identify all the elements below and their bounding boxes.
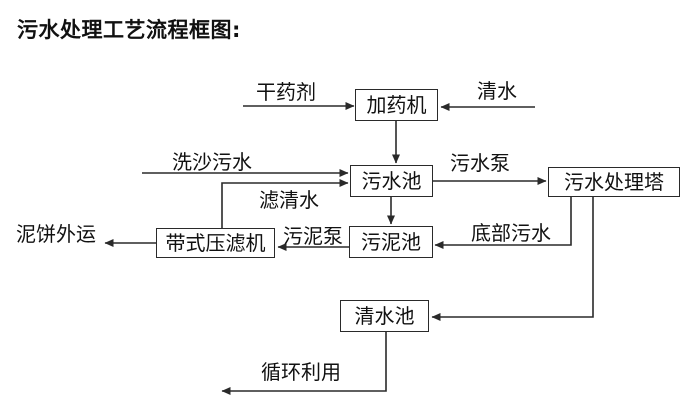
edge-bottom-sewage-arrow — [434, 197, 572, 249]
label-sewage-pump: 污水泵 — [450, 151, 510, 175]
node-sludge-pool: 污泥池 — [349, 226, 433, 258]
label-sand-washing-sewage: 洗沙污水 — [172, 150, 252, 174]
label-clear-water: 清水 — [477, 79, 517, 103]
node-sewage-pool: 污水池 — [350, 165, 433, 197]
edge-filtered-water-arrow — [221, 179, 349, 228]
label-dry-agent: 干药剂 — [256, 80, 316, 104]
edge-tower-to-clearpool-arrow — [431, 197, 594, 321]
node-dosing-machine: 加药机 — [355, 89, 438, 121]
label-mud-cake-out: 泥饼外运 — [16, 222, 96, 246]
label-sludge-pump: 污泥泵 — [283, 224, 343, 248]
page-title: 污水处理工艺流程框图: — [17, 18, 241, 42]
node-clear-water-pool: 清水池 — [340, 300, 429, 332]
label-recycling: 循环利用 — [261, 360, 341, 384]
label-bottom-sewage: 底部污水 — [471, 221, 551, 245]
node-belt-filter-press: 带式压滤机 — [156, 228, 275, 258]
edge-recycling-arrow — [221, 332, 387, 395]
label-filtered-water: 滤清水 — [259, 188, 319, 212]
node-treatment-tower: 污水处理塔 — [548, 167, 680, 197]
